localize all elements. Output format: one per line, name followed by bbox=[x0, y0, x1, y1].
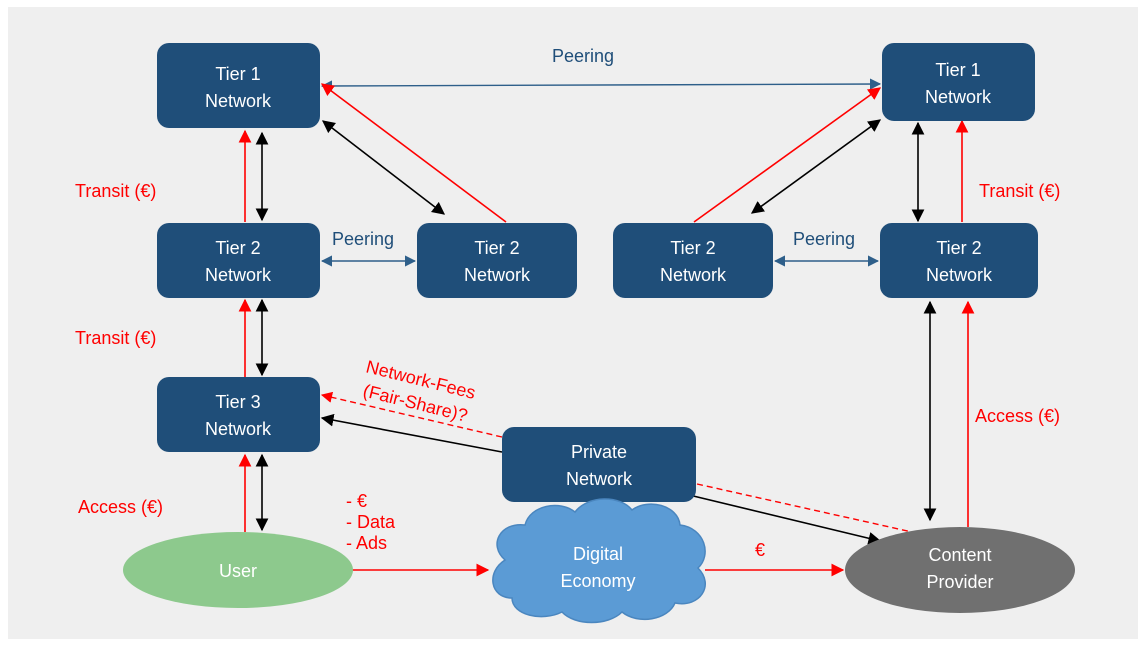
network-fees-dashed-lower bbox=[696, 483, 913, 533]
access-provider-label: Access (€) bbox=[975, 406, 1060, 426]
tier3-line2: Network bbox=[205, 419, 272, 439]
digital-economy-line2: Economy bbox=[560, 571, 635, 591]
peering-left-label: Peering bbox=[332, 229, 394, 249]
access-user-label: Access (€) bbox=[78, 497, 163, 517]
tier2-b-line2: Network bbox=[464, 265, 531, 285]
user-flow-euro: - € bbox=[346, 491, 367, 511]
private-network-line1: Private bbox=[571, 442, 627, 462]
private-tier3-arrow bbox=[320, 413, 503, 453]
tier1-left-node[interactable]: Tier 1 Network bbox=[157, 43, 320, 128]
transit-left-lower-label: Transit (€) bbox=[75, 328, 156, 348]
tier1-right-node[interactable]: Tier 1 Network bbox=[882, 43, 1035, 121]
content-provider-line2: Provider bbox=[926, 572, 993, 592]
digital-economy-line1: Digital bbox=[573, 544, 623, 564]
private-provider-arrow bbox=[684, 493, 882, 545]
tier2-c-node[interactable]: Tier 2 Network bbox=[613, 223, 773, 298]
private-network-node[interactable]: Private Network bbox=[502, 427, 696, 502]
peering-tier1-arrow bbox=[320, 78, 882, 92]
peering-top-label: Peering bbox=[552, 46, 614, 66]
tier2-a-line2: Network bbox=[205, 265, 272, 285]
user-node[interactable]: User bbox=[123, 532, 353, 608]
tier2-d-line1: Tier 2 bbox=[936, 238, 981, 258]
traffic-tier2b-tier1-arrow bbox=[321, 120, 446, 215]
peering-right-label: Peering bbox=[793, 229, 855, 249]
content-provider-line1: Content bbox=[928, 545, 991, 565]
network-fees-dashed-upper bbox=[320, 391, 503, 438]
tier2-c-line1: Tier 2 bbox=[670, 238, 715, 258]
tier2-b-line1: Tier 2 bbox=[474, 238, 519, 258]
transit-left-upper-label: Transit (€) bbox=[75, 181, 156, 201]
tier2-a-node[interactable]: Tier 2 Network bbox=[157, 223, 320, 298]
tier1-right-line1: Tier 1 bbox=[935, 60, 980, 80]
economy-flow-euro: € bbox=[755, 540, 765, 560]
transit-right-label: Transit (€) bbox=[979, 181, 1060, 201]
traffic-tier2c-tier1-arrow bbox=[750, 119, 882, 214]
tier3-line1: Tier 3 bbox=[215, 392, 260, 412]
user-label: User bbox=[219, 561, 257, 581]
tier1-right-line2: Network bbox=[925, 87, 992, 107]
digital-economy-cloud[interactable]: Digital Economy bbox=[492, 498, 706, 624]
user-flow-ads: - Ads bbox=[346, 533, 387, 553]
private-network-line2: Network bbox=[566, 469, 633, 489]
tier2-a-line1: Tier 2 bbox=[215, 238, 260, 258]
content-provider-node[interactable]: Content Provider bbox=[845, 527, 1075, 613]
tier1-left-line1: Tier 1 bbox=[215, 64, 260, 84]
tier1-left-line2: Network bbox=[205, 91, 272, 111]
tier2-b-node[interactable]: Tier 2 Network bbox=[417, 223, 577, 298]
tier2-d-node[interactable]: Tier 2 Network bbox=[880, 223, 1038, 298]
user-flow-data: - Data bbox=[346, 512, 396, 532]
tier3-node[interactable]: Tier 3 Network bbox=[157, 377, 320, 452]
tier2-d-line2: Network bbox=[926, 265, 993, 285]
tier2-c-line2: Network bbox=[660, 265, 727, 285]
